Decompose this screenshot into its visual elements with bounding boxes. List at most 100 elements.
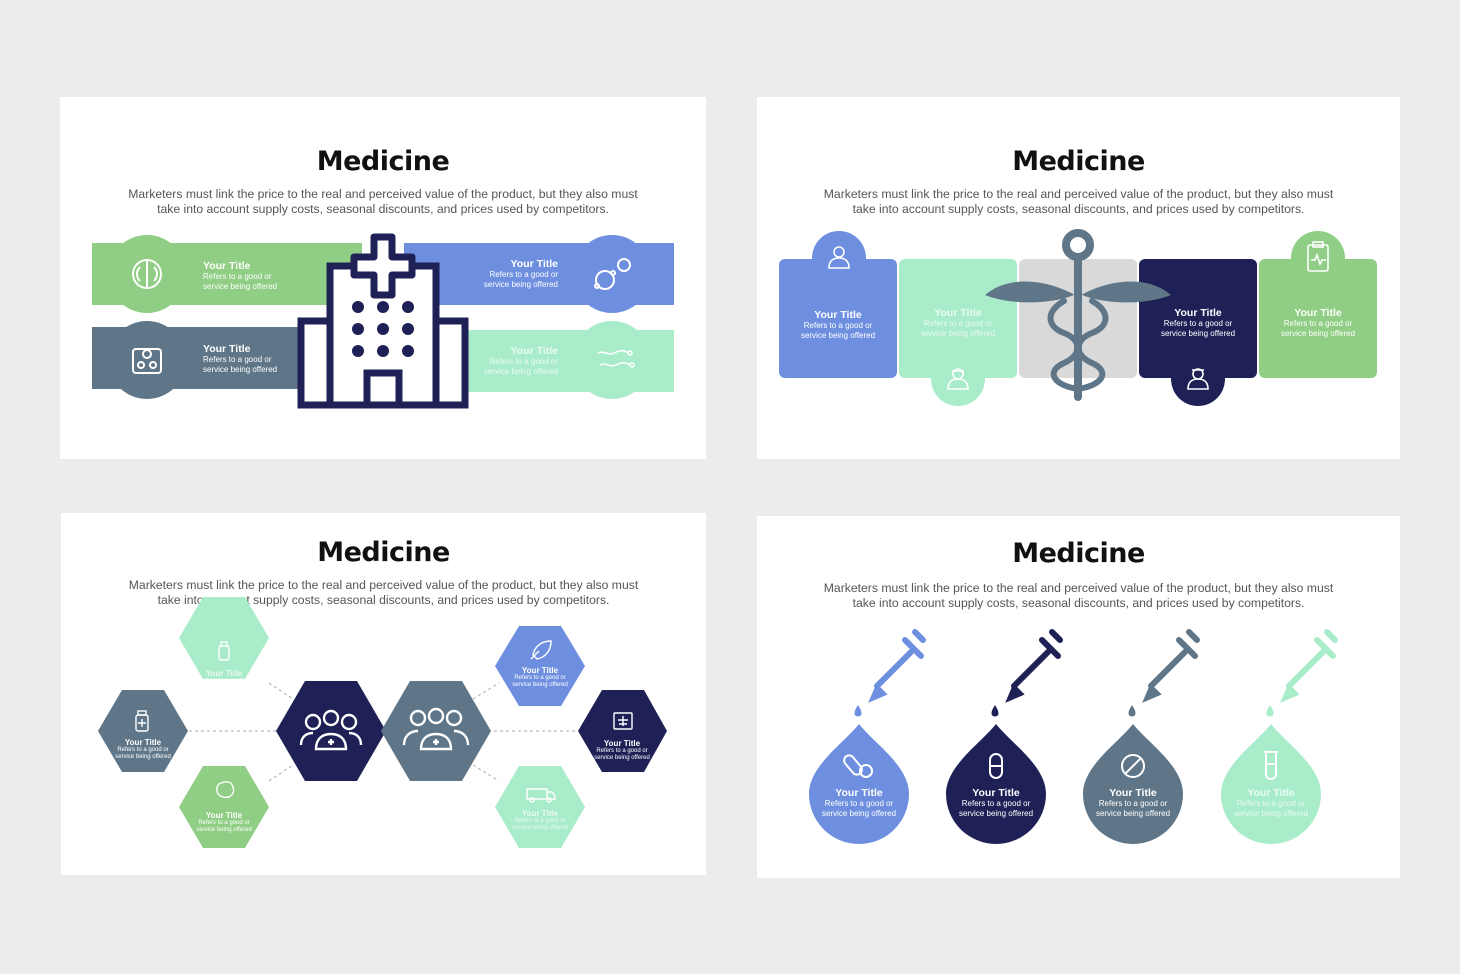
item-title: Your Title xyxy=(1247,787,1295,799)
pills-icon xyxy=(843,754,873,778)
item-title: Your Title xyxy=(203,343,251,355)
item-title: Your Title xyxy=(521,809,559,818)
card-navy xyxy=(1139,259,1257,378)
connector-lines xyxy=(189,682,577,782)
bottle-icon xyxy=(218,641,230,661)
item-desc: Refers to a good or xyxy=(824,799,894,808)
item-desc: service being offered xyxy=(958,808,1034,818)
tablet-icon xyxy=(1121,754,1145,778)
slide-title: Medicine xyxy=(1012,538,1145,569)
item-desc: service being offered xyxy=(920,328,996,338)
hex-mint xyxy=(179,597,269,679)
test-tube-icon xyxy=(1264,751,1278,780)
item-label: Your Title Refers to a good or service b… xyxy=(203,260,277,291)
molecule-icon xyxy=(594,258,631,290)
item-label: Your Title Refers to a good or service b… xyxy=(1083,787,1183,818)
item-label: Your Title Refers to a good or service b… xyxy=(1139,307,1257,338)
doctor-icon xyxy=(1187,368,1209,390)
description-line: take into account supply costs, seasonal… xyxy=(157,201,609,216)
medical-team-icon xyxy=(299,709,363,751)
dropper-icon xyxy=(991,629,1063,717)
first-aid-icon xyxy=(132,348,162,374)
description-line: Marketers must link the price to the rea… xyxy=(128,578,639,592)
dropper-icon xyxy=(854,629,926,717)
hexagon-diagram xyxy=(98,597,667,848)
hex-navy xyxy=(578,690,667,772)
item-desc: service being offered xyxy=(821,808,897,818)
band-mint-circle xyxy=(573,321,651,399)
item-desc: service being offered xyxy=(594,755,650,761)
item-desc: Refers to a good or xyxy=(117,747,169,753)
hex-green xyxy=(179,766,269,848)
description-line: Marketers must link the price to the rea… xyxy=(128,187,638,201)
card-mint xyxy=(899,259,1017,378)
stomach-icon xyxy=(216,781,235,799)
item-desc: service being offered xyxy=(203,364,278,374)
item-label: Your Title Refers to a good or service b… xyxy=(1221,787,1321,818)
band-slate-circle xyxy=(108,321,186,399)
item-title: Your Title xyxy=(603,739,641,748)
item-desc: service being offered xyxy=(512,825,568,831)
hex-slate-center xyxy=(381,681,491,781)
capsule-icon xyxy=(989,753,1003,779)
item-label: Your Title Refers to a good or service b… xyxy=(203,343,277,374)
item-desc: service being offered xyxy=(1280,328,1356,338)
hospital-diagram xyxy=(92,233,674,409)
item-label: Your Title Refers to a good or service b… xyxy=(1259,307,1377,338)
item-desc: Refers to a good or xyxy=(596,748,648,754)
hex-mint-2 xyxy=(495,766,585,848)
description-line: take into account supply costs, seasonal… xyxy=(157,592,610,607)
item-desc: service being offered xyxy=(196,827,252,833)
hex-blue xyxy=(495,626,585,706)
item-desc: Refers to a good or xyxy=(489,357,558,366)
item-desc: service being offered xyxy=(800,330,876,340)
nurse-icon xyxy=(947,368,969,390)
slide-caduceus: Medicine Marketers must link the price t… xyxy=(757,97,1400,459)
item-desc: Refers to a good or xyxy=(1283,319,1353,328)
item-label: Your Title Refers to a good or service b… xyxy=(184,669,264,692)
item-desc: Refers to a good or xyxy=(203,272,272,281)
caduceus-diagram xyxy=(779,229,1377,406)
slide-description: Marketers must link the price to the rea… xyxy=(797,581,1360,610)
item-desc: Refers to a good or xyxy=(961,799,1031,808)
slide-hexagons: Medicine Marketers must link the price t… xyxy=(61,513,706,875)
slide-hospital: Medicine Marketers must link the price t… xyxy=(60,97,706,459)
item-desc: service being offered xyxy=(512,682,568,688)
item-title: Your Title xyxy=(205,811,243,820)
item-desc: service being offered xyxy=(483,366,558,376)
item-title: Your Title xyxy=(972,787,1020,799)
drop-slate xyxy=(1083,724,1183,844)
slide-droppers: Medicine Marketers must link the price t… xyxy=(757,516,1400,878)
item-label: Your Title Refers to a good or service b… xyxy=(184,811,264,834)
item-title: Your Title xyxy=(521,666,559,675)
item-desc: Refers to a good or xyxy=(489,270,558,279)
item-title: Your Title xyxy=(1294,307,1342,319)
drop-blue xyxy=(809,724,909,844)
item-desc: Refers to a good or xyxy=(203,355,272,364)
item-desc: Refers to a good or xyxy=(1098,799,1168,808)
dropper-icon xyxy=(1266,629,1338,717)
item-desc: service being offered xyxy=(115,754,171,760)
item-title: Your Title xyxy=(203,260,251,272)
card-green xyxy=(1259,259,1377,378)
user-icon xyxy=(828,246,850,269)
item-desc: Refers to a good or xyxy=(1163,319,1233,328)
item-label: Your Title Refers to a good or service b… xyxy=(103,738,183,761)
leaf-icon xyxy=(530,640,552,660)
slide-title: Medicine xyxy=(316,146,450,177)
slide-title: Medicine xyxy=(317,537,450,568)
item-title: Your Title xyxy=(835,787,883,799)
sperm-icon xyxy=(597,350,635,368)
item-title: Your Title xyxy=(510,258,558,270)
description-line: Marketers must link the price to the rea… xyxy=(823,187,1334,201)
dropper-diagram xyxy=(809,629,1338,844)
hospital-icon xyxy=(297,233,469,409)
item-label: Your Title Refers to a good or service b… xyxy=(582,739,662,762)
group-icon xyxy=(402,707,470,751)
item-desc: Refers to a good or xyxy=(198,678,250,684)
item-desc: service being offered xyxy=(1095,808,1171,818)
drop-navy xyxy=(946,724,1046,844)
item-title: Your Title xyxy=(1109,787,1157,799)
item-label: Your Title Refers to a good or service b… xyxy=(500,666,580,689)
item-title: Your Title xyxy=(934,307,982,319)
